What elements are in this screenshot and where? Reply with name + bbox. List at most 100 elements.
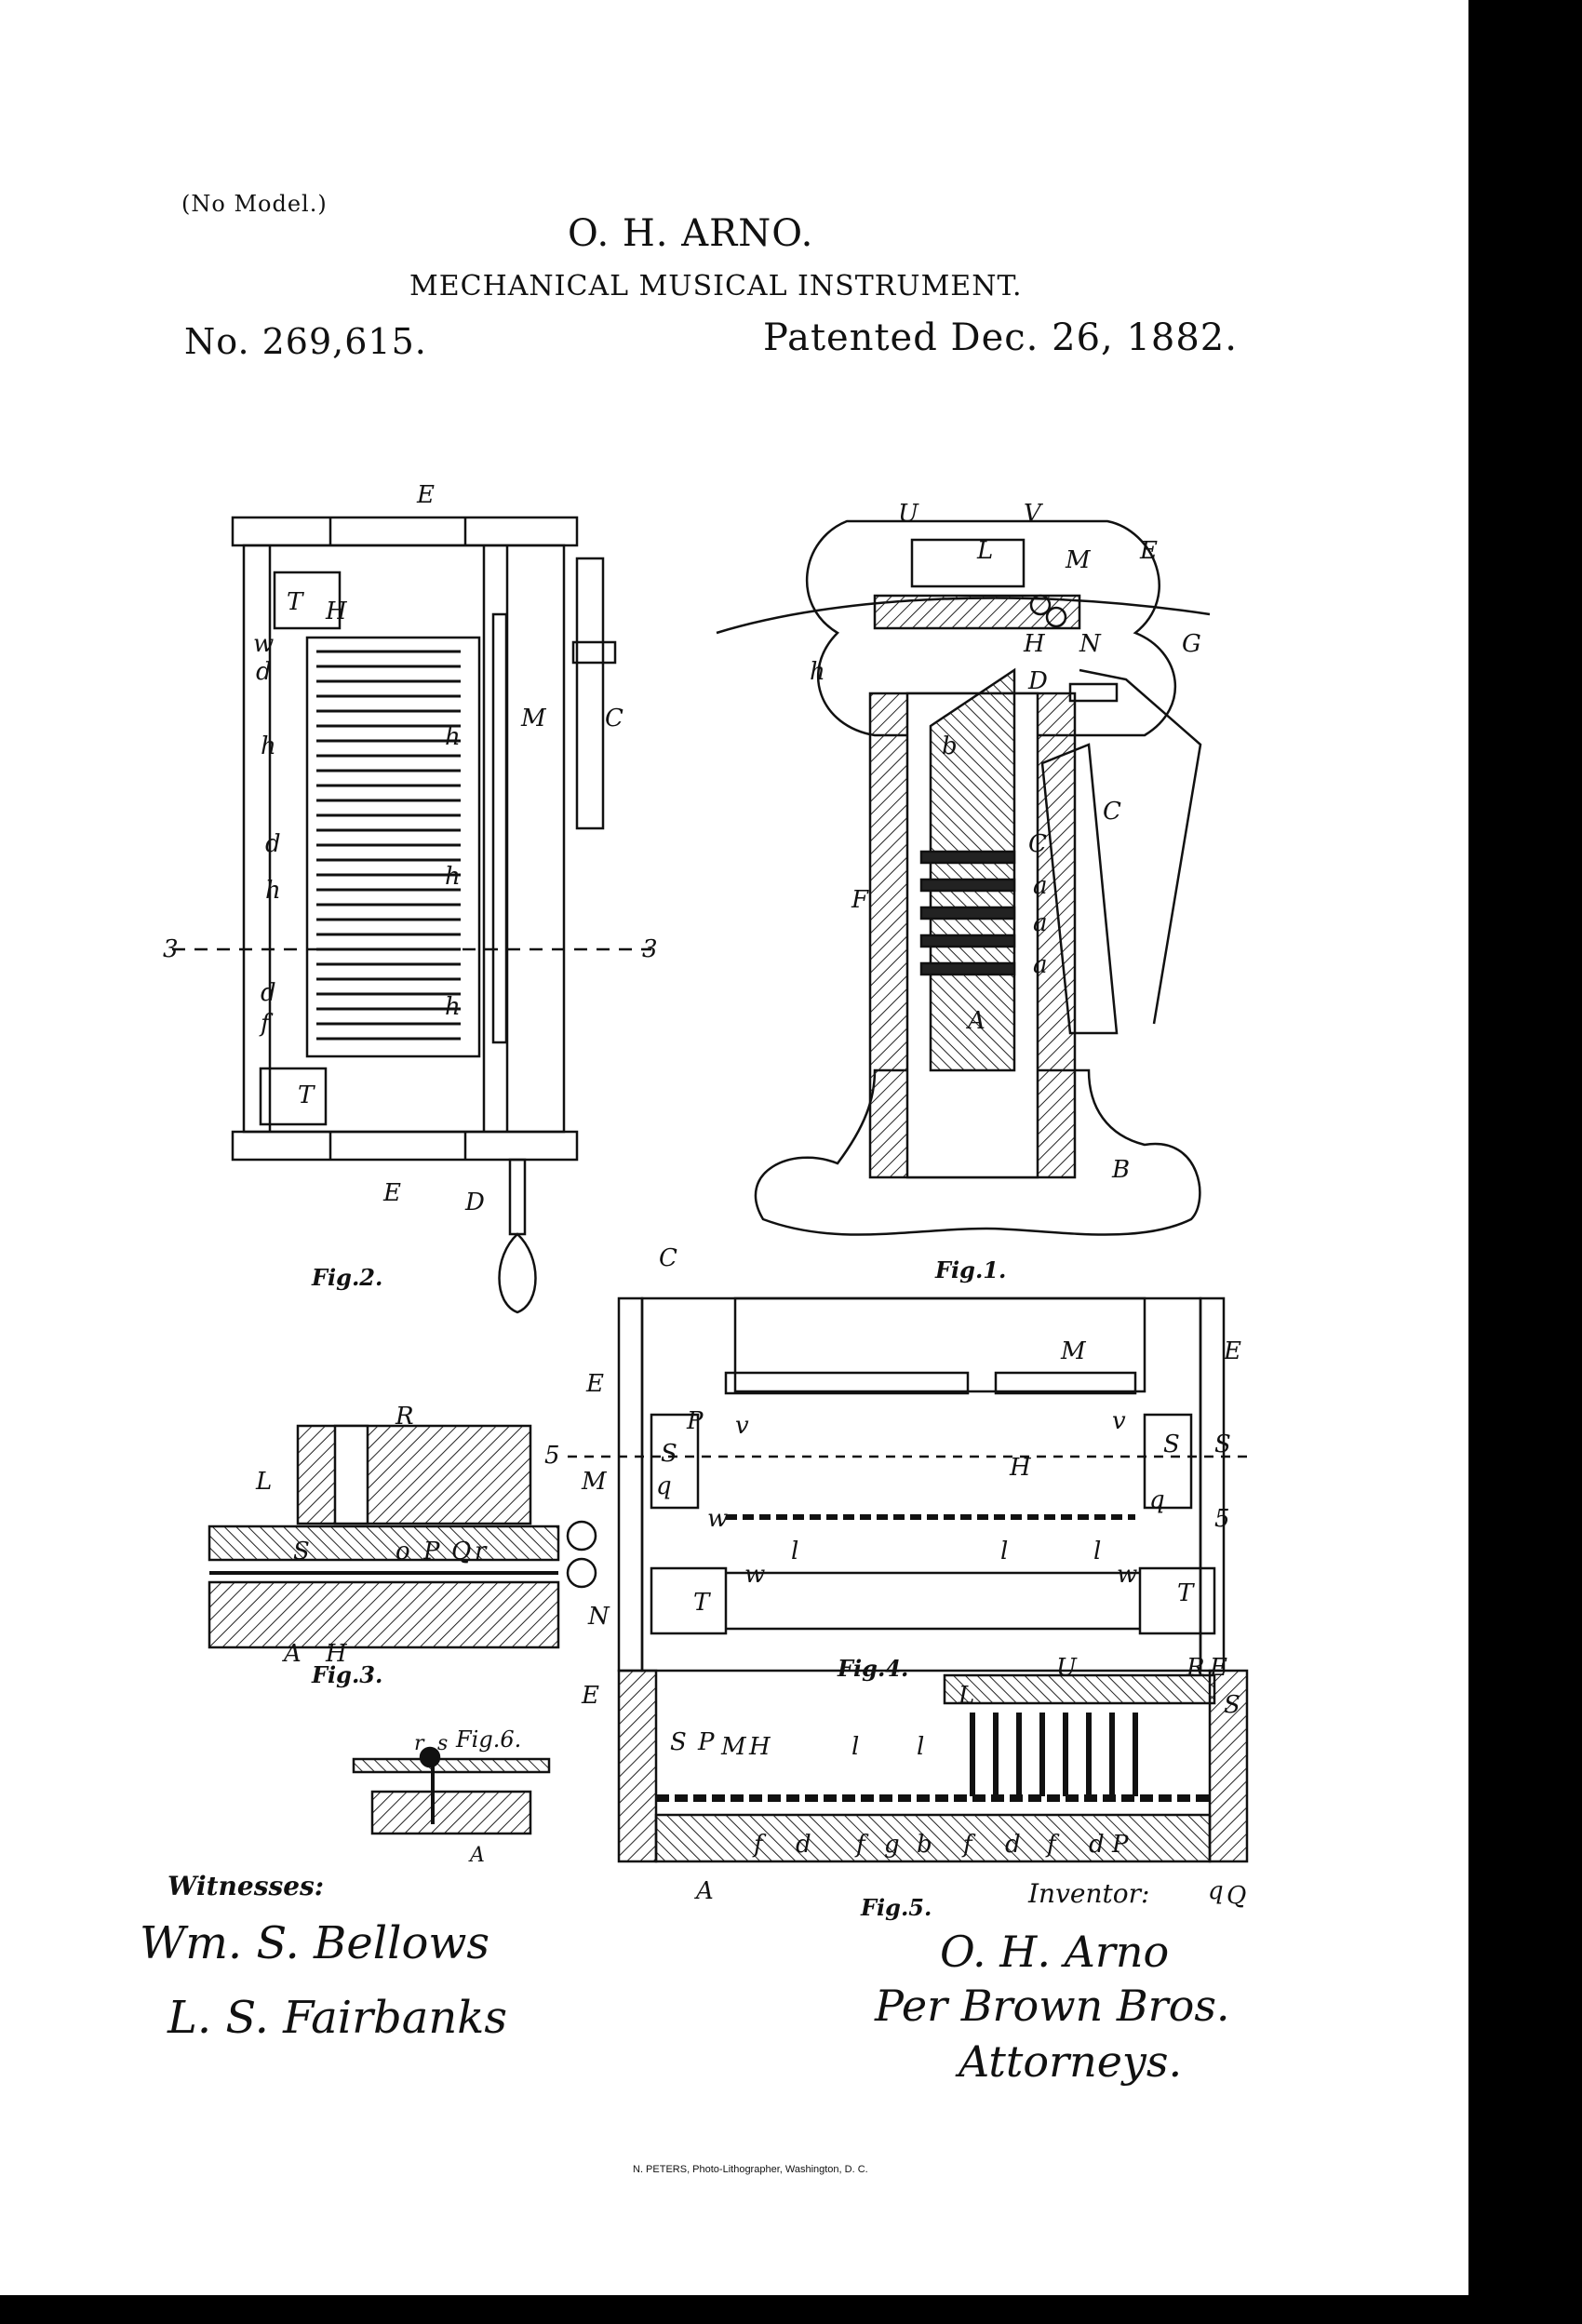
fig6-caption: Fig.6. <box>456 1726 522 1753</box>
svg-text:b: b <box>942 732 958 760</box>
svg-text:C: C <box>1028 830 1047 858</box>
svg-text:3: 3 <box>642 935 658 963</box>
svg-text:h: h <box>810 658 825 686</box>
svg-text:C: C <box>1103 798 1121 826</box>
witness-signature-2: L. S. Fairbanks <box>168 1992 508 2044</box>
svg-text:P: P <box>1111 1831 1129 1859</box>
fig5-caption: Fig.5. <box>861 1894 932 1921</box>
svg-text:h: h <box>265 877 281 905</box>
fig4-drawing <box>568 1296 1247 1672</box>
svg-text:C: C <box>605 705 623 732</box>
svg-text:H: H <box>325 1640 348 1668</box>
svg-text:A: A <box>966 1007 985 1035</box>
inventor-name: O. H. ARNO. <box>568 212 814 255</box>
svg-text:M: M <box>1060 1337 1087 1365</box>
svg-text:v: v <box>1112 1407 1126 1435</box>
svg-text:M: M <box>520 705 547 732</box>
inventor-label: Inventor: <box>1028 1878 1150 1909</box>
svg-text:E: E <box>585 1370 604 1398</box>
svg-text:S: S <box>293 1538 310 1565</box>
svg-text:L: L <box>958 1682 974 1710</box>
svg-text:U: U <box>1056 1654 1078 1682</box>
svg-text:Q: Q <box>1227 1882 1246 1910</box>
svg-text:d: d <box>256 658 272 686</box>
patent-title: MECHANICAL MUSICAL INSTRUMENT. <box>409 270 1023 302</box>
svg-text:w: w <box>253 630 274 658</box>
svg-text:D: D <box>464 1189 485 1216</box>
inventor-signature: O. H. Arno <box>940 1927 1170 1977</box>
svg-text:L: L <box>255 1468 272 1496</box>
svg-text:B: B <box>1111 1156 1130 1184</box>
fig5-drawing <box>617 1669 1249 1863</box>
svg-text:l: l <box>1093 1538 1101 1565</box>
svg-text:E: E <box>581 1682 599 1710</box>
svg-text:Q: Q <box>451 1538 471 1565</box>
no-model-note: (No Model.) <box>181 191 328 217</box>
svg-text:r: r <box>414 1732 425 1755</box>
svg-text:f: f <box>259 1010 274 1038</box>
svg-text:a: a <box>1033 951 1048 979</box>
svg-text:5: 5 <box>1214 1505 1230 1533</box>
svg-text:3: 3 <box>163 935 179 963</box>
svg-text:b: b <box>917 1831 932 1859</box>
svg-text:H: H <box>748 1733 771 1761</box>
witness-signature-1: Wm. S. Bellows <box>140 1917 490 1969</box>
svg-text:M: M <box>581 1468 608 1496</box>
fig4-caption: Fig.4. <box>838 1655 909 1682</box>
svg-text:E: E <box>382 1179 401 1207</box>
fig1-caption: Fig.1. <box>935 1256 1007 1283</box>
svg-text:s: s <box>437 1732 448 1755</box>
svg-text:h: h <box>445 993 461 1021</box>
svg-text:l: l <box>917 1733 924 1761</box>
fig2-caption: Fig.2. <box>312 1264 383 1291</box>
fig6-drawing <box>352 1746 551 1835</box>
svg-text:w: w <box>1117 1561 1137 1589</box>
svg-text:H: H <box>325 598 348 625</box>
witnesses-label: Witnesses: <box>168 1871 325 1901</box>
patent-number: No. 269,615. <box>184 321 427 362</box>
svg-text:S: S <box>670 1728 687 1756</box>
svg-text:A: A <box>694 1877 714 1905</box>
svg-text:d: d <box>796 1831 811 1859</box>
svg-text:S: S <box>1224 1691 1240 1719</box>
svg-text:C: C <box>659 1244 677 1272</box>
svg-text:l: l <box>1000 1538 1008 1565</box>
svg-text:M: M <box>1065 546 1092 574</box>
svg-text:h: h <box>445 863 461 891</box>
fig1-drawing <box>716 519 1211 1236</box>
lithographer-credit: N. PETERS, Photo-Lithographer, Washingto… <box>633 2164 868 2175</box>
svg-text:P: P <box>697 1728 715 1756</box>
svg-text:d: d <box>1005 1831 1021 1859</box>
svg-text:w: w <box>707 1505 728 1533</box>
svg-text:v: v <box>735 1412 749 1440</box>
svg-text:5: 5 <box>544 1442 560 1470</box>
svg-text:q: q <box>1149 1486 1165 1514</box>
svg-text:M: M <box>720 1733 747 1761</box>
fig2-drawing <box>172 516 651 1314</box>
svg-text:l: l <box>791 1538 798 1565</box>
svg-text:N: N <box>587 1603 610 1631</box>
svg-text:a: a <box>1033 872 1048 900</box>
svg-text:A: A <box>468 1844 485 1867</box>
scan-border-right <box>1468 0 1582 2324</box>
svg-text:E: E <box>416 481 435 509</box>
svg-text:o: o <box>396 1538 410 1565</box>
svg-text:E: E <box>1209 1654 1227 1682</box>
svg-text:S: S <box>1163 1431 1180 1458</box>
svg-text:d: d <box>1089 1831 1105 1859</box>
svg-text:h: h <box>261 732 276 760</box>
svg-text:R: R <box>395 1403 414 1431</box>
svg-text:P: P <box>422 1538 440 1565</box>
svg-text:D: D <box>1027 667 1048 695</box>
svg-text:R: R <box>1186 1654 1205 1682</box>
svg-text:S: S <box>1214 1431 1231 1458</box>
svg-text:E: E <box>1223 1337 1241 1365</box>
svg-text:q: q <box>1208 1877 1224 1905</box>
